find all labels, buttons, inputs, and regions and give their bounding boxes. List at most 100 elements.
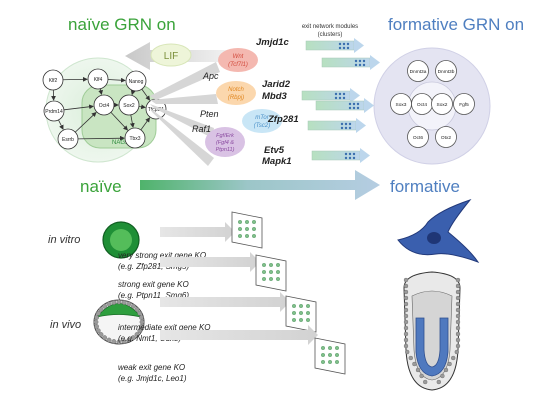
naive-node-label: Sox2	[123, 103, 135, 109]
pathway-mtor: mTor (Tsc2)	[242, 109, 282, 133]
naive-edge	[138, 104, 146, 110]
ko-arrow	[160, 325, 318, 345]
formative-node-dnmt3a	[407, 60, 429, 82]
naive-node-label: Tfcp2l1	[148, 107, 165, 113]
ko-level-examples: (e.g. Ptpn11, Smg6)	[118, 291, 189, 300]
pathway-wnt: Wnt (Tcf7l1)	[218, 48, 258, 72]
formative-node-otx2	[435, 126, 457, 148]
pathway-fgf-erk: Fgf/Erk (Fgf4 & Ptpn11)	[205, 127, 245, 157]
naive-node-nanog	[125, 70, 147, 92]
ko-level-examples: (e.g. Zfp281, Smg5)	[118, 262, 189, 271]
naive-node-oct4	[93, 94, 115, 116]
pathway-fgf-gene1: (Fgf4 &	[216, 140, 234, 146]
pathway-mtor-gene: (Tsc2)	[254, 123, 270, 129]
exit-modules-subtitle: (clusters)	[318, 32, 343, 38]
naive-node-label: Klf2	[49, 78, 58, 84]
formative-node-oct6	[407, 126, 429, 148]
ko-arrow	[160, 222, 235, 242]
in-vitro-label: in vitro	[48, 234, 80, 246]
gene-pten: Pten	[200, 109, 219, 119]
naive-edge	[110, 112, 129, 131]
transition-arrow	[140, 170, 380, 200]
pathway-wnt-gene: (Tcf7l1)	[228, 62, 248, 68]
signaling-fan	[150, 62, 220, 166]
formative-cell-in-vitro	[397, 198, 480, 263]
naive-edge	[58, 119, 64, 130]
ko-level-label: intermediate exit gene KO	[118, 323, 211, 332]
naive-colony-in-vitro	[102, 221, 140, 259]
nags-label: NAGs	[112, 140, 128, 146]
formative-node-label: Oct4	[417, 102, 427, 108]
formative-node-fgf5	[453, 93, 475, 115]
ko-arrow	[160, 252, 260, 272]
formative-node-label: Sox2	[437, 102, 448, 108]
exit-module-1	[305, 38, 364, 53]
naive-edge	[77, 135, 125, 141]
gene-raf1: Raf1	[192, 124, 211, 134]
gene-apc: Apc	[202, 71, 219, 81]
formative-node-sox2	[431, 93, 453, 115]
naive-node-label: Prdm14	[45, 109, 63, 115]
ko-level-2: strong exit gene KO (e.g. Ptpn11, Smg6)	[118, 252, 287, 300]
ko-level-label: strong exit gene KO	[118, 280, 189, 289]
ko-level-4: weak exit gene KO(e.g. Jmjd1c, Leo1)	[118, 325, 346, 383]
naive-node-label: Esrrb	[62, 137, 74, 143]
formative-state-label: formative	[390, 177, 460, 196]
exit-module-4	[315, 98, 374, 113]
pathway-notch-name: Notch	[228, 87, 244, 93]
naive-edge	[62, 76, 88, 82]
naive-node-tbx3	[124, 127, 146, 149]
naive-edge	[74, 112, 97, 133]
exit-gene-mapk1: Mapk1	[262, 156, 292, 167]
naive-node-label: Tbx3	[129, 136, 140, 142]
naive-node-label: Oct4	[99, 103, 110, 109]
formative-node-label: Dnmt3b	[438, 69, 455, 75]
ko-level-examples: (e.g. Nmt1, Cdk8)	[118, 334, 181, 343]
formative-grn-title: formative GRN on	[388, 15, 524, 34]
naive-state-label: naïve	[80, 177, 122, 196]
formative-node-label: Sox3	[396, 102, 407, 108]
naive-edge	[130, 89, 136, 96]
naive-edge	[129, 114, 135, 128]
pathway-fgf-gene2: Ptpn11)	[216, 147, 235, 153]
naive-embryo-in-vivo	[93, 299, 145, 345]
lif-bubble	[150, 43, 192, 67]
naive-edge	[141, 88, 151, 101]
pathway-notch-gene: (Rbpj)	[228, 95, 244, 101]
naive-grn-title: naïve GRN on	[68, 15, 176, 34]
exit-gene-jmjd1c: Jmjd1c	[256, 37, 289, 48]
naive-node-label: Nanog	[129, 79, 144, 85]
exit-gene-jarid2: Jarid2	[262, 79, 291, 90]
pathway-wnt-name: Wnt	[233, 54, 244, 60]
exit-gene-mbd3: Mbd3	[262, 91, 288, 102]
lif-label: LIF	[164, 51, 178, 62]
naive-edge	[98, 88, 103, 96]
naive-edge	[107, 77, 126, 83]
exit-module-2	[321, 55, 380, 70]
formative-node-label: Oct6	[413, 135, 423, 141]
ko-level-examples: (e.g. Jmjd1c, Leo1)	[118, 374, 187, 383]
naive-node-esrrb	[57, 128, 79, 150]
exit-module-6	[311, 148, 370, 163]
exit-module-5	[307, 118, 366, 133]
naive-node-prdm14	[43, 100, 65, 122]
naive-edge	[63, 104, 94, 111]
pathway-notch: Notch (Rbpj)	[216, 81, 256, 105]
pathway-mtor-name: mTor	[255, 115, 269, 121]
naive-node-klf4	[87, 68, 109, 90]
exit-gene-etv5: Etv5	[264, 145, 285, 156]
ko-level-1: very strong exit gene KO (e.g. Zfp281, Sm…	[118, 211, 263, 271]
naive-node-label: Klf4	[94, 77, 103, 83]
ko-level-label: very strong exit gene KO	[118, 251, 206, 260]
formative-node-label: Dnmt3a	[410, 69, 427, 75]
naive-node-klf2	[42, 69, 64, 91]
formative-node-dnmt3b	[435, 60, 457, 82]
pathway-fgf-name: Fgf/Erk	[216, 133, 234, 139]
exit-gene-zfp281: Zfp281	[267, 114, 299, 125]
ko-level-3: intermediate exit gene KO (e.g. Nmt1, Cdk…	[118, 292, 317, 343]
exit-module-3	[301, 88, 360, 103]
